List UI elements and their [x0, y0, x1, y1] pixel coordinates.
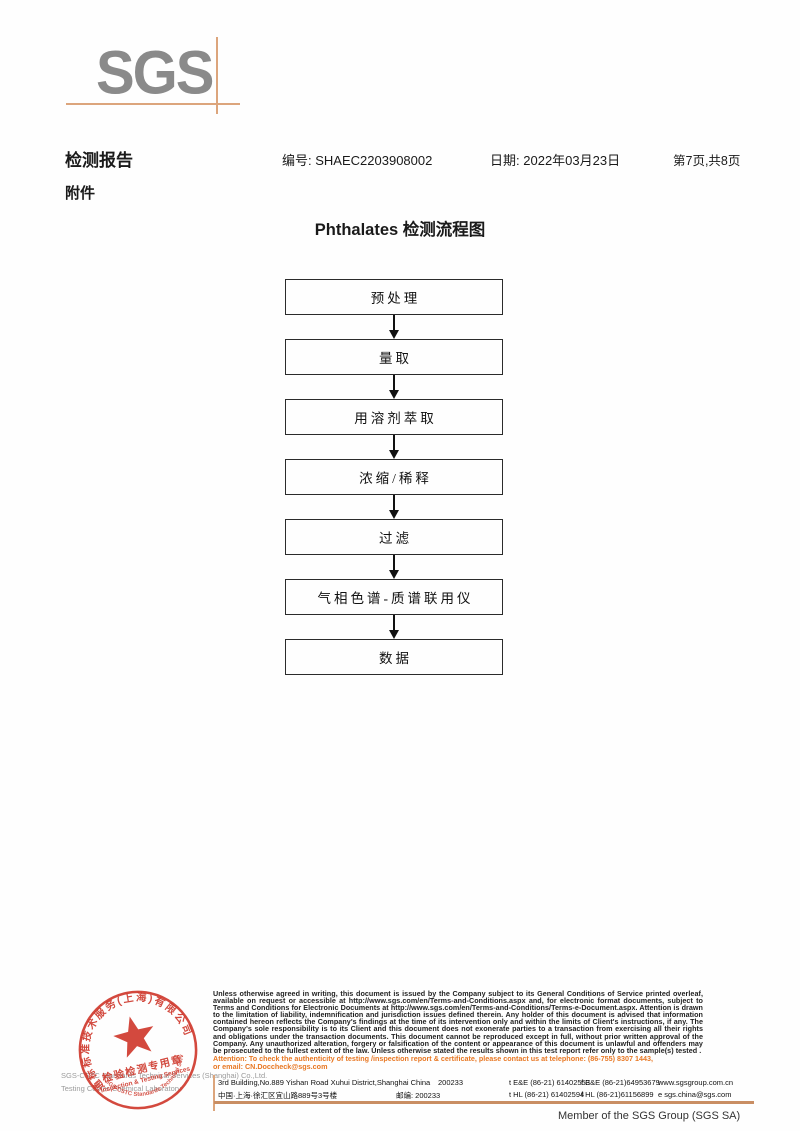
flow-arrow-down-icon	[285, 555, 503, 579]
attachment-label: 附件	[65, 185, 96, 202]
report-number-value: SHAEC2203908002	[315, 153, 433, 168]
footer-divider-horizontal	[214, 1101, 754, 1104]
legal-block: Unless otherwise agreed in writing, this…	[213, 989, 703, 1072]
flow-step-box: 浓缩/稀释	[285, 459, 503, 495]
flow-arrow-down-icon	[285, 435, 503, 459]
flow-arrow-down-icon	[285, 375, 503, 399]
address-divider-vertical	[213, 1075, 215, 1111]
stamp-company-lab: Testing Center-Chemical Laboratory	[61, 1084, 182, 1093]
logo-crosshair-horizontal	[66, 103, 240, 105]
flow-arrow-down-icon	[285, 495, 503, 519]
flow-step-box: 气相色谱-质谱联用仪	[285, 579, 503, 615]
address-en: 3rd Building,No.889 Yishan Road Xuhui Di…	[218, 1078, 431, 1087]
report-date-label: 日期:	[490, 153, 520, 168]
phone-hl: t HL (86-21) 61402594	[509, 1090, 585, 1099]
report-number: 编号: SHAEC2203908002	[282, 150, 432, 169]
stamp-circle	[78, 990, 198, 1110]
page-number: 第7页,共8页	[673, 154, 741, 168]
flow-arrow-down-icon	[285, 315, 503, 339]
terms-and-conditions-text: Unless otherwise agreed in writing, this…	[213, 989, 703, 1055]
email-address: e sgs.china@sgs.com	[658, 1090, 732, 1099]
report-number-label: 编号:	[282, 153, 312, 168]
flow-step-box: 量取	[285, 339, 503, 375]
inspection-stamp: 通标标准技术服务(上海)有限公司 SGS-CSTC Standards Tech…	[74, 986, 202, 1112]
postcode-en: 200233	[438, 1078, 464, 1087]
fax-hl: f HL (86-21)61156899	[581, 1090, 654, 1099]
phone-ee: t E&E (86-21) 61402553	[509, 1078, 590, 1087]
flow-arrow-down-icon	[285, 615, 503, 639]
stamp-company-name: SGS-CSTC Standards Technical Services (S…	[61, 1071, 268, 1080]
flowchart: 预处理量取用溶剂萃取浓缩/稀释过滤气相色谱-质谱联用仪数据	[285, 279, 503, 675]
sgs-member-text: Member of the SGS Group (SGS SA)	[558, 1110, 741, 1122]
flow-step-box: 过滤	[285, 519, 503, 555]
address-row-en: 3rd Building,No.889 Yishan Road Xuhui Di…	[218, 1078, 758, 1090]
stamp-star-icon	[113, 1016, 154, 1058]
logo-crosshair-vertical	[216, 37, 218, 114]
fax-ee: f E&E (86-21)64953679	[581, 1078, 660, 1087]
flow-step-box: 用溶剂萃取	[285, 399, 503, 435]
report-title: 检测报告	[65, 151, 133, 170]
report-date-value: 2022年03月23日	[523, 153, 621, 168]
report-date: 日期: 2022年03月23日	[490, 150, 620, 169]
postcode-cn: 邮编: 200233	[396, 1091, 441, 1100]
flowchart-title: Phthalates 检测流程图	[314, 221, 486, 239]
sgs-logo: SGS	[96, 38, 214, 108]
flow-step-box: 预处理	[285, 279, 503, 315]
attention-notice-line2: or email: CN.Doccheck@sgs.com	[213, 1062, 328, 1072]
attention-notice-line1: Attention: To check the authenticity of …	[213, 1053, 654, 1063]
address-row-cn: 中国·上海·徐汇区宜山路889号3号楼 邮编: 200233 t HL (86-…	[218, 1090, 758, 1102]
flow-step-box: 数据	[285, 639, 503, 675]
website-url: www.sgsgroup.com.cn	[658, 1078, 734, 1087]
address-cn: 中国·上海·徐汇区宜山路889号3号楼	[218, 1091, 338, 1100]
